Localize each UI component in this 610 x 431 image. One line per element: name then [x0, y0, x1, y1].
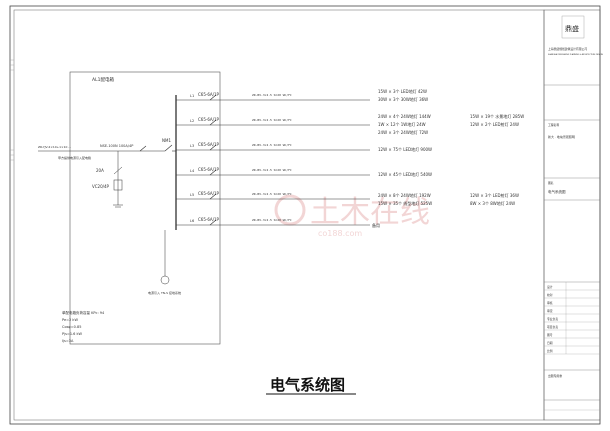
circuit-load: 12W × 45个 LED地灯 540W [378, 171, 432, 177]
left-margin-marks [10, 59, 14, 161]
circuit-id: L5 [190, 193, 194, 197]
circuit-row: L4 C65-6A/1P ZR-BV-3×2.5 SC20 WC/FC 12W … [176, 167, 432, 177]
circuit-breaker: C65-6A/1P [198, 167, 220, 172]
project-name: 新大 · 地块景观照明 [548, 134, 575, 139]
spd-symbol [113, 179, 123, 191]
spd-model: VC20/4P [92, 184, 110, 189]
company-en: SHANGHAI DINGSHENG PLANNING & ARCHITECTU… [548, 53, 604, 56]
watermark-sub: co188.com [318, 229, 362, 238]
watermark-text: 土木在线 [310, 195, 430, 230]
circuit-id: L6 [190, 219, 194, 223]
circuit-id: L1 [190, 94, 194, 98]
ground-symbol [160, 275, 170, 285]
circuit-row: L6 C65-6A/1P ZR-BV-3×2.5 SC20 WC/FC 备用 [176, 217, 380, 228]
title-block-footer: 出图专用章 [548, 374, 562, 378]
circuit-id: L4 [190, 169, 195, 173]
watermark: 土木在线 co188.com [274, 194, 430, 238]
company-logo-text: 鼎盛 [565, 24, 579, 33]
title-block-row: 图号 [547, 333, 553, 337]
drawing-title: 电气系统图 [270, 376, 345, 394]
title-block-row: 项目负责 [547, 325, 558, 329]
panel-name: AL1配电箱 [92, 76, 114, 83]
ground-note: 电源引入 TN-S 接地系统 [148, 290, 181, 295]
circuit-row: L3 C65-6A/1P ZR-BV-3×2.5 SC20 WC/FC 12W … [176, 142, 432, 152]
circuit-load-right: 15W × 19个 水景地灯 285W [470, 113, 524, 119]
panel-box [69, 71, 221, 345]
circuit-load: 30W × 3个 30W地灯 36W [378, 96, 428, 102]
title-block-row: 审定 [547, 309, 553, 313]
title-block-row: 专业负责 [547, 317, 558, 321]
circuit-breaker: C65-6A/1P [198, 92, 220, 97]
circuit-load: 12W × 75个 LED地灯 900W [378, 146, 432, 152]
summary-line: Pe=2 kW [62, 318, 78, 322]
circuit-load: 备用 [372, 222, 380, 228]
circuit-load-right: 12W × 3个 LED射灯 36W [470, 192, 519, 198]
circuit-id: L3 [190, 144, 194, 148]
title-block-row: 设计 [547, 285, 553, 289]
title-block-row: 日期 [547, 341, 553, 345]
incoming-cable-label: ZR-YJV-4×10+1×10 ... [38, 145, 71, 149]
circuit-load: 24W × 4个 24W地灯 144W [378, 113, 431, 119]
summary-line: Pjs=1.6 kW [62, 332, 83, 336]
title-block-row: 审核 [547, 301, 553, 305]
circuit-cable: ZR-BV-3×2.5 SC20 WC/FC [252, 143, 292, 147]
circuit-row: L5 C65-6A/1P ZR-BV-3×2.5 SC20 WC/FC 24W … [176, 191, 519, 206]
outer-frame [9, 5, 601, 425]
circuit-cable: ZR-BV-3×2.5 SC20 WC/FC [252, 192, 292, 196]
circuit-breaker: C65-6A/1P [198, 142, 220, 147]
incoming-note: 甲方提供电源引入配电箱 [58, 155, 91, 160]
circuit-load: 24W × 3个 24W地灯 72W [378, 129, 428, 135]
spd-rating: 20A [96, 168, 104, 173]
summary-line: 单配电箱负荷容量 KPc: 94 [62, 310, 105, 315]
circuit-load-right: 12W × 2个 LED射灯 24W [470, 121, 519, 127]
isolator-label: NM1 [162, 138, 171, 143]
isolator-symbol [164, 144, 173, 152]
drawing-label: 图名 [548, 181, 554, 185]
title-block: 鼎盛 上海鼎盛规划建筑设计有限公司 SHANGHAI DINGSHENG PLA… [543, 9, 604, 421]
main-breaker-label: NSE-100N 100A/4P [100, 144, 133, 148]
circuit-load: 1W × 12个 1W地灯 24W [378, 121, 426, 127]
circuit-cable: ZR-BV-3×2.5 SC20 WC/FC [252, 93, 292, 97]
circuit-cable: ZR-BV-3×2.5 SC20 WC/FC [252, 118, 292, 122]
circuit-id: L2 [190, 119, 194, 123]
project-label: 工程名称 [548, 123, 559, 127]
circuit-cable: ZR-BV-3×2.5 SC20 WC/FC [252, 168, 292, 172]
summary-line: Ijs=3A [62, 339, 74, 343]
circuit-row: L1 C65-6A/1P ZR-BV-3×2.5 SC20 WC/FC 15W … [176, 88, 428, 102]
inner-frame [13, 9, 545, 421]
company-name: 上海鼎盛规划建筑设计有限公司 [548, 47, 587, 51]
company-logo [561, 15, 585, 39]
circuit-load: 15W × 3个 LED地灯 42W [378, 88, 427, 94]
circuit-load-right: 8W × 3个 8W地灯 24W [470, 200, 515, 206]
drawing-name: 电气系统图 [548, 189, 566, 194]
circuit-load: 24W × 8个 24W地灯 192W [378, 192, 431, 198]
circuit-breaker: C65-6A/1P [198, 191, 220, 196]
circuit-row: L2 C65-6A/1P ZR-BV-3×2.5 SC20 WC/FC 24W … [176, 113, 524, 135]
circuit-cable: ZR-BV-3×2.5 SC20 WC/FC [252, 218, 292, 222]
title-block-row: 比例 [547, 349, 553, 353]
title-block-row: 校对 [547, 293, 553, 297]
circuit-load: 15W × 35个 线型地灯 525W [378, 200, 432, 206]
summary-line: Cosφ=0.85 [62, 325, 81, 329]
panel-summary: 单配电箱负荷容量 KPc: 94 Pe=2 kW Cosφ=0.85 Pjs=1… [62, 310, 105, 343]
circuit-breaker: C65-6A/1P [198, 217, 220, 222]
circuit-breaker: C65-6A/1P [198, 117, 220, 122]
main-breaker-symbol [139, 145, 147, 152]
